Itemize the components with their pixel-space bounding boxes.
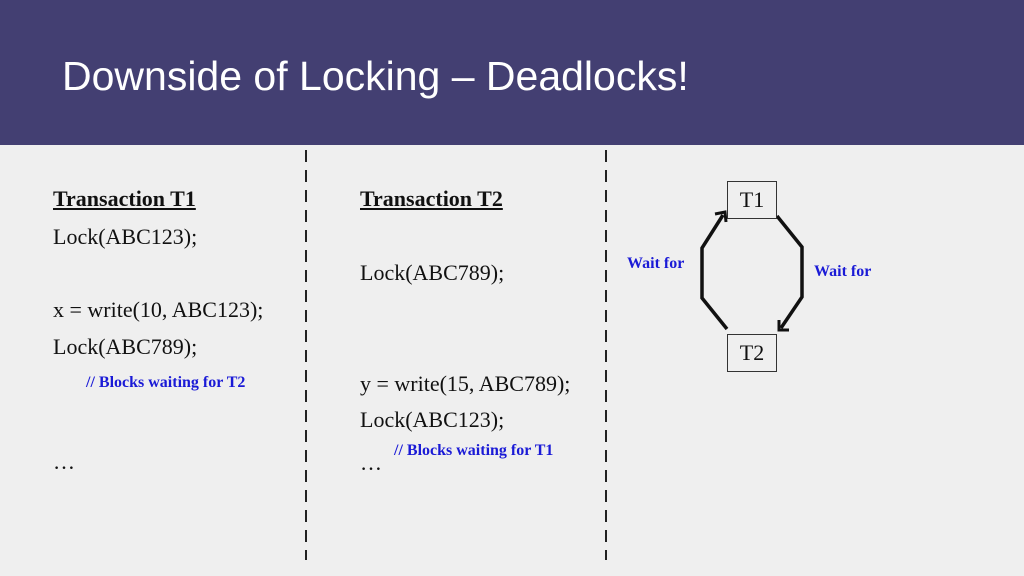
- node-t1: T1: [727, 181, 777, 219]
- t1-line-1: Lock(ABC123);: [53, 224, 198, 249]
- slide-title: Downside of Locking – Deadlocks!: [62, 53, 689, 99]
- arrowhead-t2: [777, 320, 789, 332]
- t1-ellipsis: …: [53, 449, 75, 474]
- t2-line-1: Lock(ABC789);: [360, 260, 505, 285]
- edge-label-right: Wait for: [814, 263, 872, 280]
- t1-line-3: Lock(ABC789);: [53, 334, 198, 359]
- wait-edge-t2-to-t1: [700, 214, 729, 331]
- t1-comment: // Blocks waiting for T2: [86, 374, 246, 391]
- t2-heading: Transaction T2: [360, 186, 503, 211]
- arrowhead-t1: [714, 210, 728, 223]
- t1-line-2: x = write(10, ABC123);: [53, 297, 264, 322]
- edge-label-left: Wait for: [627, 255, 685, 272]
- wait-edge-t1-to-t2: [775, 214, 804, 329]
- node-t2: T2: [727, 334, 777, 372]
- t2-line-3: Lock(ABC123);: [360, 407, 505, 432]
- t1-heading: Transaction T1: [53, 186, 196, 211]
- t2-line-2: y = write(15, ABC789);: [360, 371, 571, 396]
- title-bar: [0, 0, 1024, 145]
- t2-ellipsis: …: [360, 450, 382, 475]
- t2-comment: // Blocks waiting for T1: [394, 442, 554, 459]
